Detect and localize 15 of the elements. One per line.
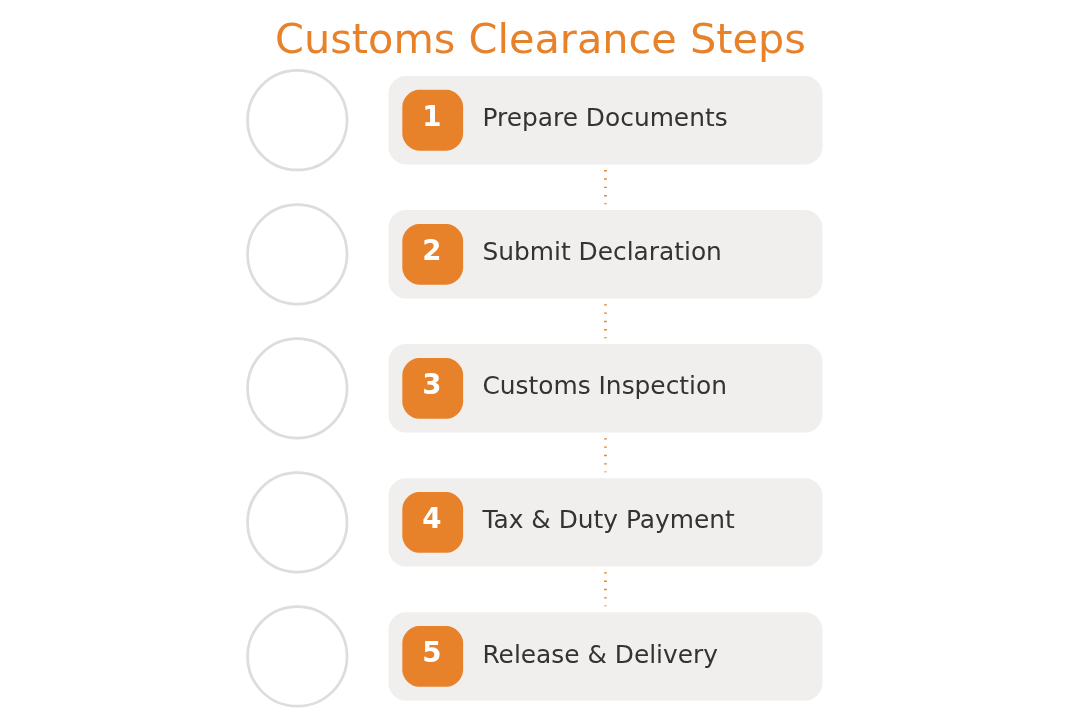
node-circle [245, 69, 348, 172]
node-circle [245, 471, 348, 574]
connector [603, 304, 607, 339]
connector [603, 572, 607, 607]
node-circle [245, 203, 348, 306]
diagram-title: Customs Clearance Steps [274, 14, 806, 63]
node-box: 1 Prepare Documents [388, 76, 822, 165]
node-box: 5 Release & Delivery [388, 612, 822, 701]
node-box: 3 Customs Inspection [388, 344, 822, 433]
node-circle [245, 337, 348, 440]
node-box: 2 Submit Declaration [388, 210, 822, 299]
node-box: 4 Tax & Duty Payment [388, 478, 822, 567]
node-circle [245, 605, 348, 708]
connector [603, 170, 607, 205]
connector [603, 438, 607, 473]
